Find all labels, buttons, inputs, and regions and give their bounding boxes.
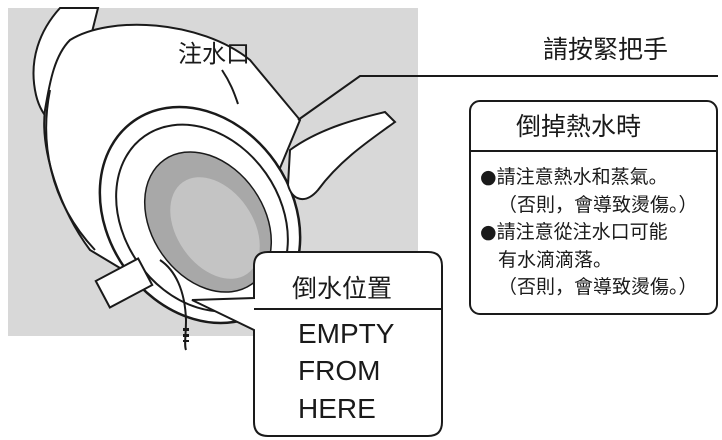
empty-callout-line: FROM (298, 355, 381, 386)
right-hand (286, 110, 397, 200)
spout-arrow (221, 69, 239, 105)
empty-callout-box (191, 251, 443, 437)
warning-line: ●請注意熱水和蒸氣。 (480, 166, 668, 188)
empty-callout-title: 倒水位置 (292, 274, 393, 303)
warning-line: ●請注意從注水口可能 (480, 221, 668, 243)
warning-box (469, 100, 718, 315)
empty-callout-line: EMPTY (298, 318, 395, 349)
warning-title: 倒掉熱水時 (516, 112, 642, 141)
empty-callout-line: HERE (298, 393, 376, 424)
hinge (94, 257, 154, 309)
warning-line: （否則，會導致燙傷。） (498, 276, 698, 298)
spout-label: 注水口 (178, 40, 250, 68)
warning-line: （否則，會導致燙傷。） (498, 194, 698, 216)
grip-leader-line (297, 75, 718, 121)
pot-handle-grip (45, 89, 96, 251)
grip-handle-label: 請按緊把手 (543, 35, 669, 64)
pot-interior-highlight (170, 177, 260, 279)
warning-line: 有水滴滴落。 (498, 249, 613, 271)
water-stream (159, 259, 188, 351)
